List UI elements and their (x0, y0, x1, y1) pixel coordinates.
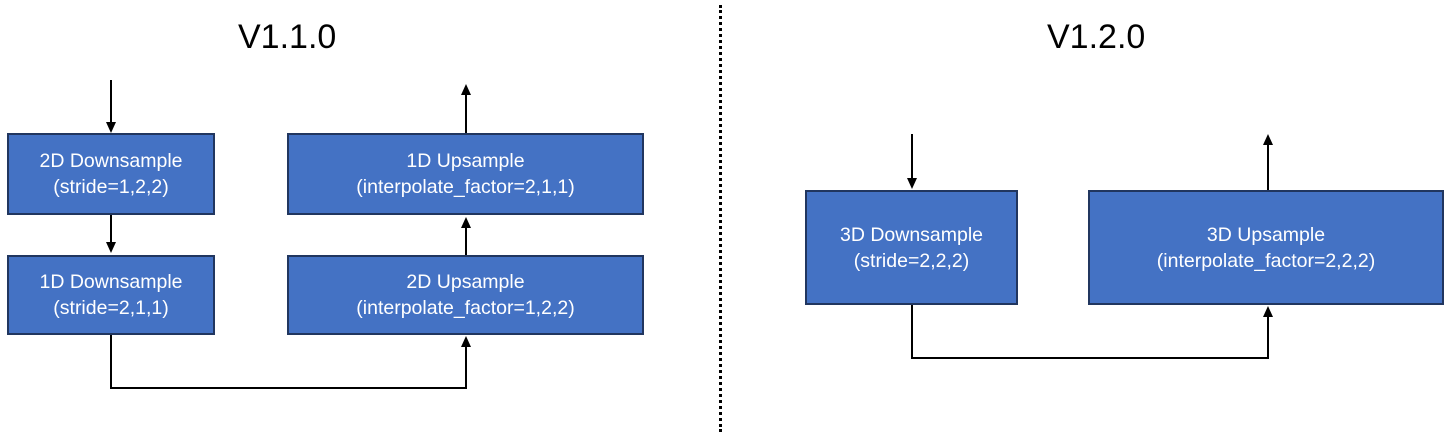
skip-connector-down-left (110, 335, 112, 388)
box-3d-upsample-line1: 3D Upsample (1206, 223, 1326, 246)
connector-arrow-down1 (106, 242, 116, 253)
input-arrow-head-left (106, 122, 116, 133)
box-3d-downsample-line1: 3D Downsample (839, 223, 984, 246)
box-2d-upsample-line2: (interpolate_factor=1,2,2) (356, 297, 575, 319)
skip-connector-down-right (911, 305, 913, 358)
box-1d-upsample-line2: (interpolate_factor=2,1,1) (356, 176, 575, 198)
box-2d-upsample[interactable]: 2D Upsample (interpolate_factor=1,2,2) (287, 255, 644, 335)
box-3d-upsample[interactable]: 3D Upsample (interpolate_factor=2,2,2) (1088, 190, 1444, 305)
panel-title-v120: V1.2.0 (1047, 18, 1146, 56)
output-arrow-head-right (1263, 134, 1273, 145)
box-2d-downsample[interactable]: 2D Downsample (stride=1,2,2) (7, 133, 215, 215)
box-3d-upsample-line2: (interpolate_factor=2,2,2) (1156, 249, 1376, 272)
panel-title-v110: V1.1.0 (238, 18, 337, 56)
connector-line-down1 (110, 215, 112, 244)
box-1d-downsample[interactable]: 1D Downsample (stride=2,1,1) (7, 255, 215, 335)
panel-divider (719, 5, 722, 432)
output-arrow-head-left (461, 84, 471, 95)
connector-line-up1 (465, 228, 467, 255)
output-arrow-line-right (1267, 145, 1269, 190)
input-arrow-line-left (110, 80, 112, 126)
box-1d-upsample-line1: 1D Upsample (406, 150, 525, 172)
skip-connector-arrow-right (1263, 306, 1273, 317)
input-arrow-line-right (911, 134, 913, 179)
box-3d-downsample[interactable]: 3D Downsample (stride=2,2,2) (805, 190, 1018, 305)
input-arrow-head-right (907, 178, 917, 189)
skip-connector-up-right (1267, 317, 1269, 358)
box-2d-downsample-line2: (stride=1,2,2) (53, 176, 169, 198)
skip-connector-horizontal-left (110, 387, 467, 389)
skip-connector-up-left (465, 347, 467, 388)
box-1d-downsample-line1: 1D Downsample (39, 271, 183, 293)
box-1d-upsample[interactable]: 1D Upsample (interpolate_factor=2,1,1) (287, 133, 644, 215)
box-2d-upsample-line1: 2D Upsample (406, 271, 525, 293)
output-arrow-line-left (465, 95, 467, 133)
skip-connector-horizontal-right (911, 357, 1269, 359)
skip-connector-arrow-left (461, 336, 471, 347)
box-2d-downsample-line1: 2D Downsample (39, 150, 183, 172)
box-3d-downsample-line2: (stride=2,2,2) (853, 249, 970, 272)
connector-arrow-up1 (461, 217, 471, 228)
box-1d-downsample-line2: (stride=2,1,1) (53, 297, 169, 319)
